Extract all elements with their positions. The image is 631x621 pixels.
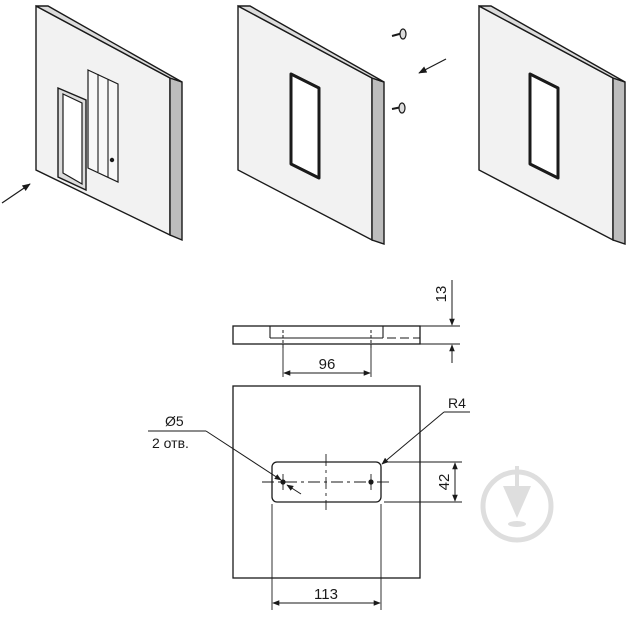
plate-2-top xyxy=(237,5,385,83)
plate-3-top xyxy=(478,5,626,83)
front-view: Ø5 2 отв. R4 42 113 xyxy=(148,385,470,610)
plate-1-side xyxy=(169,77,183,242)
assembly-arrow-icon xyxy=(418,58,447,74)
screw-icon xyxy=(391,102,406,114)
mounting-bracket xyxy=(87,69,119,183)
plate-edge xyxy=(232,325,421,345)
plate-1-top xyxy=(35,5,183,83)
pin-drop-watermark-icon xyxy=(480,466,554,543)
thickness-dimension: 13 xyxy=(433,286,450,303)
handle-insert xyxy=(62,93,83,186)
iso-panel-2 xyxy=(237,4,447,245)
corner-radius-note: R4 xyxy=(448,395,466,411)
slot-outline xyxy=(528,72,560,180)
top-view: 96 13 xyxy=(232,280,460,377)
screw-icon xyxy=(391,28,407,40)
hole-count-note: 2 отв. xyxy=(152,435,189,451)
slot-height-dimension: 42 xyxy=(436,474,453,491)
bracket-hole xyxy=(109,157,115,163)
iso-panel-1 xyxy=(1,4,183,242)
hole-spacing-dimension: 96 xyxy=(319,356,336,373)
slot-outline xyxy=(289,72,321,180)
slot-width-dimension: 113 xyxy=(314,586,338,603)
assembly-arrow-icon xyxy=(1,183,31,204)
iso-panel-3 xyxy=(478,4,626,245)
hole-diameter-note: Ø5 xyxy=(165,413,184,429)
plate-3-side xyxy=(612,77,626,245)
plate-2-side xyxy=(371,77,385,245)
